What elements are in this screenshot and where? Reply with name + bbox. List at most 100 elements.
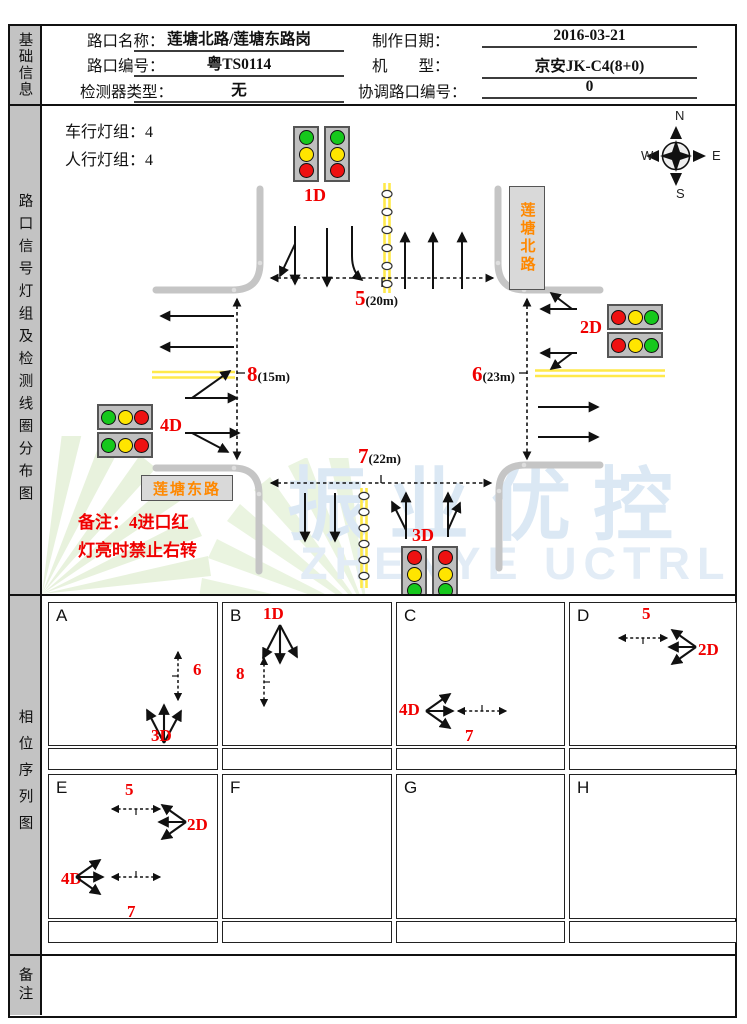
remarks-section: 备注: [10, 954, 735, 1015]
green-bulb: [329, 129, 345, 145]
phase-section: 相位序列图 A 6 3D: [10, 594, 737, 954]
remarks-sidebar-label: 备注: [16, 967, 33, 1004]
phase-signal-label: 3D: [151, 726, 172, 745]
dashed-measure-icon: [172, 650, 183, 702]
phase-strip-e: [48, 921, 218, 943]
phase-signal1-label: 2D: [187, 815, 208, 834]
basic-info-section: 基础信息 路口名称： 莲塘北路/莲塘东路岗 制作日期： 2016-03-21 路…: [10, 26, 735, 104]
intersection-drawing: [152, 183, 665, 588]
fan-right-arrows-icon: [75, 858, 105, 896]
road-name-west: 莲塘东路: [141, 475, 233, 501]
green-bulb: [644, 337, 660, 353]
phase-letter: C: [404, 606, 417, 625]
traffic-light-4d-head1: [97, 404, 153, 430]
red-bulb: [298, 163, 314, 179]
red-bulb: [406, 549, 422, 565]
field-label-create-date: 制作日期：: [372, 33, 450, 50]
yellow-bulb: [406, 566, 422, 582]
green-bulb: [644, 309, 660, 325]
phase-letter: G: [404, 778, 418, 797]
phase-measure-label: 7: [465, 726, 474, 745]
yellow-bulb: [329, 146, 345, 162]
dashed-measure-icon: [617, 633, 669, 644]
field-label-machine-type: 机 型：: [372, 58, 450, 75]
lane-arrows: [159, 226, 600, 543]
fan-up-arrows-icon: [146, 703, 182, 744]
field-value-create-date: 2016-03-21: [482, 27, 697, 48]
measure-7-label: 7(22m): [358, 444, 401, 468]
measure-ticks: [237, 278, 527, 483]
traffic-light-2d-head1: [607, 304, 663, 330]
diagram-content: 振业优控 ZHENYE UCTRL 车行灯组：4 人行灯组：4 N E S W: [42, 106, 735, 616]
diagram-note: 备注：4进口红 灯亮时禁止右转: [78, 509, 197, 565]
phase-signal-label: 2D: [698, 640, 719, 659]
phase-measure1-label: 5: [125, 780, 134, 799]
traffic-light-1d-head2: [324, 126, 350, 182]
field-label-intersection-id: 路口编号：: [87, 58, 165, 75]
phase-strip-b: [222, 748, 392, 770]
red-bulb: [437, 549, 453, 565]
red-bulb: [610, 337, 626, 353]
phase-signal-label: 4D: [399, 700, 420, 719]
signal-3d-label: 3D: [412, 525, 434, 545]
phase-letter: F: [230, 778, 241, 797]
traffic-light-2d-head2: [607, 332, 663, 358]
phase-signal2-label: 4D: [61, 869, 82, 888]
sheet-frame: 基础信息 路口名称： 莲塘北路/莲塘东路岗 制作日期： 2016-03-21 路…: [8, 24, 737, 1018]
signal-4d-label: 4D: [160, 415, 182, 435]
field-value-intersection-id: 粤TS0114: [134, 52, 344, 77]
phase-cell-f: F: [222, 774, 392, 919]
phase-letter: E: [56, 778, 68, 797]
phase-measure-label: 6: [193, 660, 202, 679]
phase-strip-f: [222, 921, 392, 943]
phase-strip-c: [396, 748, 565, 770]
vehicle-groups-text: 车行灯组：4: [65, 124, 154, 141]
dashed-measure-icon: [110, 871, 162, 882]
fan-down-arrows-icon: [262, 624, 298, 665]
phase-strip-g: [396, 921, 565, 943]
phase-letter: A: [56, 606, 68, 625]
note-line1: 备注：4进口红: [78, 513, 189, 532]
compass-icon: [646, 126, 706, 186]
diagram-section: 路口信号灯组及检测线圈分布图 振业优控 ZHENYE UCTRL: [10, 104, 735, 616]
traffic-light-4d-head2: [97, 432, 153, 458]
field-label-coordinated-id: 协调路口编号：: [358, 84, 467, 101]
measure-6-label: 6(23m): [472, 362, 515, 386]
phase-content: A 6 3D B 1D: [42, 596, 737, 954]
phase-measure-label: 5: [642, 604, 651, 623]
fan-right-arrows-icon: [425, 692, 455, 730]
remarks-sidebar: 备注: [10, 956, 42, 1015]
red-bulb: [610, 309, 626, 325]
traffic-light-1d-head1: [293, 126, 319, 182]
measure-8-label: 8(15m): [247, 362, 290, 386]
compass-w-label: W: [641, 148, 654, 163]
green-bulb: [298, 129, 314, 145]
dashed-measure-icon: [110, 804, 162, 815]
phase-letter: H: [577, 778, 590, 797]
yellow-bulb: [627, 309, 643, 325]
phase-cell-c: C 4D 7: [396, 602, 565, 746]
phase-strip-d: [569, 748, 737, 770]
traffic-light-3d-head1: [401, 546, 427, 602]
phase-letter: D: [577, 606, 590, 625]
yellow-bulb: [298, 146, 314, 162]
basic-info-content: 路口名称： 莲塘北路/莲塘东路岗 制作日期： 2016-03-21 路口编号： …: [42, 26, 735, 104]
remarks-content: [42, 956, 735, 1015]
watermark-en-text: ZHENYE UCTRL: [300, 538, 732, 589]
red-bulb: [134, 437, 150, 453]
road-name-north: 莲塘北路: [509, 186, 545, 290]
watermark-cn-text: 振业优控: [287, 461, 695, 550]
compass-e-label: E: [712, 148, 721, 163]
phase-cell-g: G: [396, 774, 565, 919]
phase-signal-label: 1D: [263, 604, 284, 623]
compass-s-label: S: [676, 186, 685, 201]
phase-cell-a: A 6 3D: [48, 602, 218, 746]
red-bulb: [329, 163, 345, 179]
phase-cell-h: H: [569, 774, 737, 919]
watermark-fan-icon: [42, 436, 211, 594]
field-value-machine-type: 京安JK-C4(8+0): [482, 54, 697, 79]
field-label-intersection-name: 路口名称：: [87, 33, 165, 50]
yellow-bulb: [117, 409, 133, 425]
phase-sidebar: 相位序列图: [10, 596, 42, 954]
